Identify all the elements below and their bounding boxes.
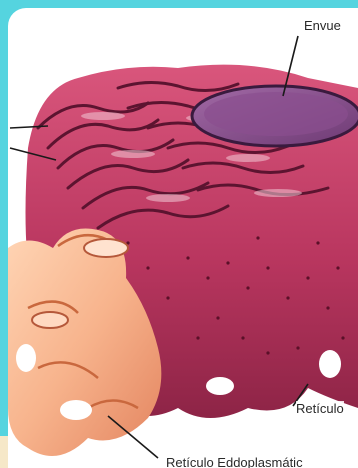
illustration-panel: Envue Retículo Retículo Eddoplasmátic [8,8,358,468]
rough-er-opening [206,377,234,395]
smooth-er-tube-end [32,312,68,328]
label-rough-er: Retículo [296,401,344,416]
endoplasmic-reticulum-illustration [8,8,358,468]
smooth-er-tube-end [84,239,128,257]
nucleus-inner [204,92,348,136]
smooth-er-opening [60,400,92,420]
label-smooth-er: Retículo Eddoplasmátic [166,455,303,468]
rough-er-opening [319,350,341,378]
label-envelope: Envue [304,18,341,33]
smooth-er-opening [16,344,36,372]
